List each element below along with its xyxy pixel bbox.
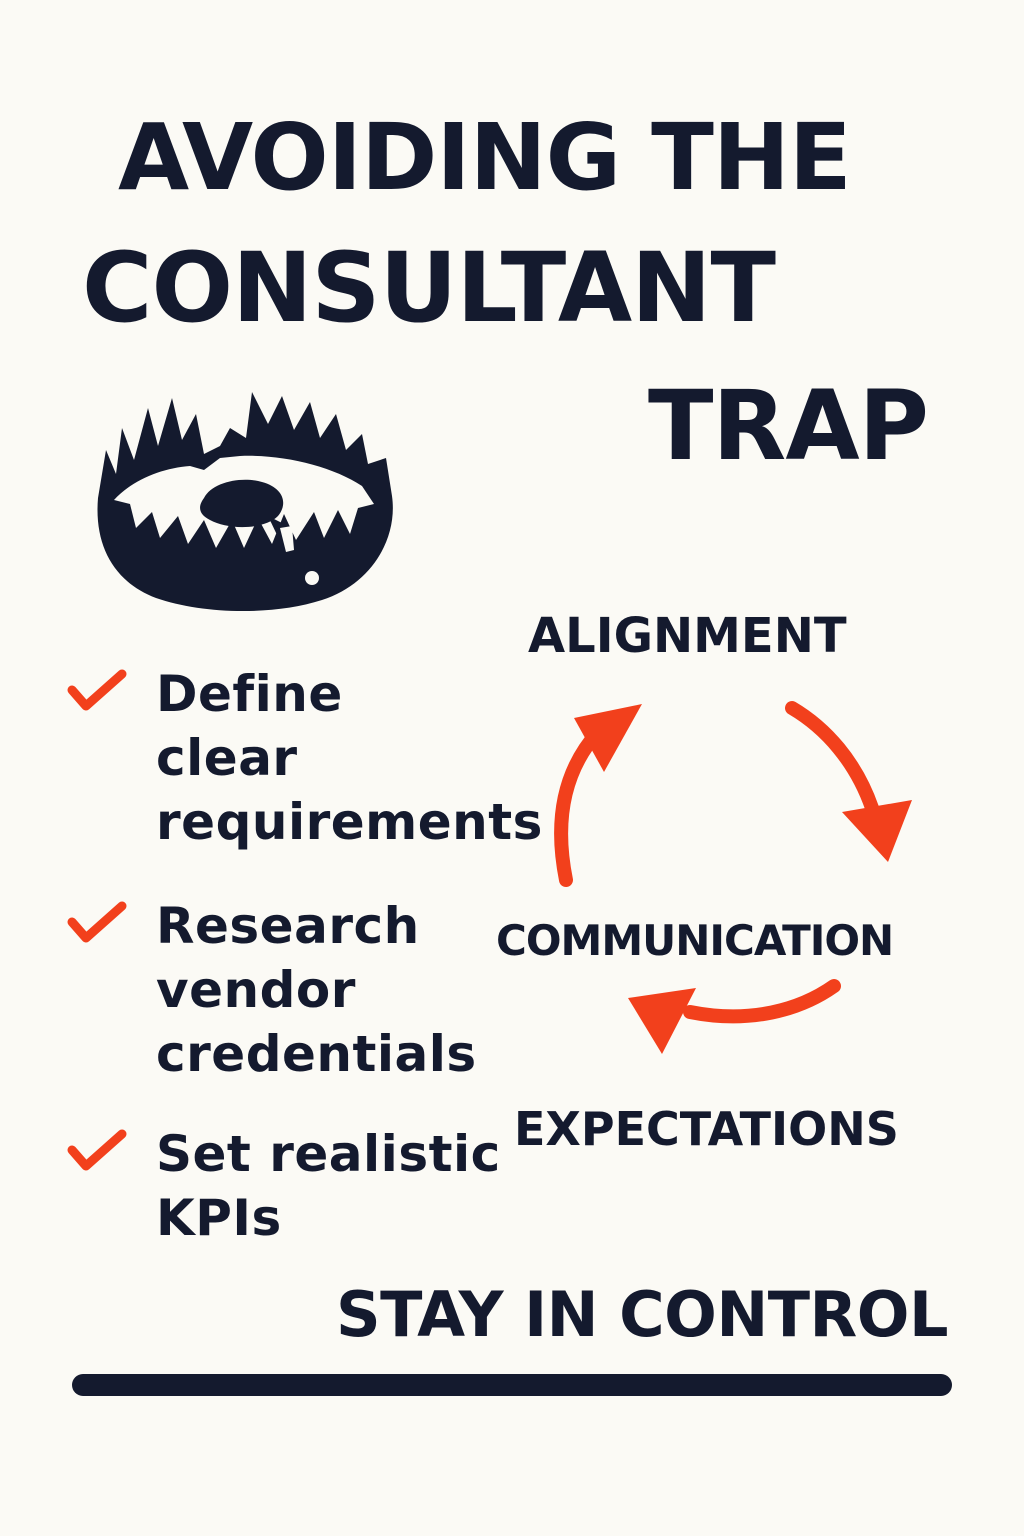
checklist-item-text: Set realistic [156, 1125, 501, 1183]
checklist-item-text: requirements [156, 793, 543, 851]
checklist-item: Research vendor credentials [66, 894, 636, 1086]
checklist-item: Define clear requirements [66, 662, 636, 854]
title-line-3: TRAP [647, 370, 929, 482]
checklist-item-text: KPIs [156, 1189, 282, 1247]
footer-tagline: STAY IN CONTROL [335, 1278, 949, 1351]
title-line-1: AVOIDING THE [118, 104, 852, 211]
checkmark-icon [67, 669, 127, 711]
footer-divider [72, 1374, 952, 1396]
checkmark-icon [67, 1129, 127, 1171]
curved-arrow-icon [785, 701, 912, 862]
cycle-label-expectations: EXPECTATIONS [514, 1102, 899, 1156]
checklist-item-text: Research [156, 897, 420, 955]
bear-trap-icon [92, 388, 404, 613]
cycle-label-communication: COMMUNICATION [496, 916, 894, 965]
checklist-item-text: credentials [156, 1025, 477, 1083]
checkmark-icon [67, 901, 127, 943]
checklist-item-text: Define [156, 665, 343, 723]
checklist-item-text: vendor [156, 961, 356, 1019]
checklist-item-text: clear [156, 729, 298, 787]
curved-arrow-icon [628, 979, 841, 1054]
checklist-item: Set realistic KPIs [66, 1122, 636, 1250]
title-line-2: CONSULTANT [82, 232, 776, 344]
cycle-label-alignment: ALIGNMENT [528, 608, 847, 664]
